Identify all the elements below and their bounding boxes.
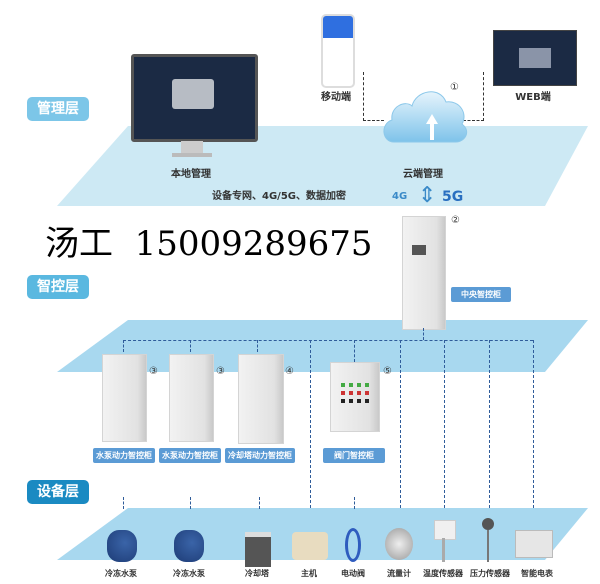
cloud-icon — [383, 91, 468, 143]
layer-tag-management: 管理层 — [27, 97, 89, 121]
device-label: 冷冻水泵 — [173, 569, 205, 578]
cabinet-label: 水泵动力智控柜 — [93, 448, 155, 463]
device-label: 主机 — [301, 569, 317, 578]
cabinet-number: ③ — [216, 366, 225, 377]
cooling-tower-cabinet — [238, 354, 284, 444]
layer-tag-control: 智控层 — [27, 275, 89, 299]
cloud-number: ① — [450, 82, 459, 93]
4g-tower-icon: 4G — [392, 191, 408, 202]
cabinet-number: ④ — [285, 366, 294, 377]
web-screen-icon — [493, 30, 577, 86]
smart-meter-icon — [515, 530, 553, 558]
chilled-pump-icon — [174, 530, 204, 562]
flowmeter-icon — [385, 528, 413, 560]
pressure-sensor-icon — [482, 518, 494, 530]
device-label: 电动阀 — [341, 569, 365, 578]
device-label: 冷冻水泵 — [105, 569, 137, 578]
monitor-icon — [131, 54, 258, 142]
5g-icon: 5G — [442, 189, 464, 205]
chilled-pump-icon — [107, 530, 137, 562]
central-cabinet — [402, 216, 446, 330]
chiller-icon — [292, 532, 328, 560]
local-management-label: 本地管理 — [171, 169, 211, 180]
device-label: 冷却塔 — [245, 569, 269, 578]
layer-tag-device: 设备层 — [27, 480, 89, 504]
device-label: 压力传感器 — [470, 569, 510, 578]
valve-cabinet — [330, 362, 380, 432]
cabinet-label: 水泵动力智控柜 — [159, 448, 221, 463]
device-label: 流量计 — [387, 569, 411, 578]
central-number: ② — [451, 215, 460, 226]
temperature-sensor-icon — [434, 520, 456, 540]
cabinet-label: 阀门智控柜 — [323, 448, 385, 463]
cooling-tower-icon — [245, 532, 271, 567]
bidirectional-arrow-icon: ⇕ — [418, 183, 437, 208]
mobile-label: 移动端 — [321, 92, 351, 103]
cabinet-number: ③ — [149, 366, 158, 377]
device-label: 温度传感器 — [423, 569, 463, 578]
cabinet-label: 冷却塔动力智控柜 — [225, 448, 295, 463]
pump-cabinet-1 — [102, 354, 147, 442]
watermark-contact: 汤工 15009289675 — [45, 224, 373, 264]
network-text: 设备专网、4G/5G、数据加密 — [212, 191, 346, 202]
device-label: 智能电表 — [521, 569, 553, 578]
electric-valve-icon — [345, 528, 361, 562]
central-cabinet-label: 中央智控柜 — [451, 287, 511, 302]
pump-cabinet-2 — [169, 354, 214, 442]
cabinet-number: ⑤ — [383, 366, 392, 377]
phone-icon — [321, 14, 355, 88]
control-band — [57, 320, 588, 372]
cloud-management-label: 云端管理 — [403, 169, 443, 180]
monitor-stand — [181, 141, 203, 155]
web-label: WEB端 — [515, 92, 551, 103]
